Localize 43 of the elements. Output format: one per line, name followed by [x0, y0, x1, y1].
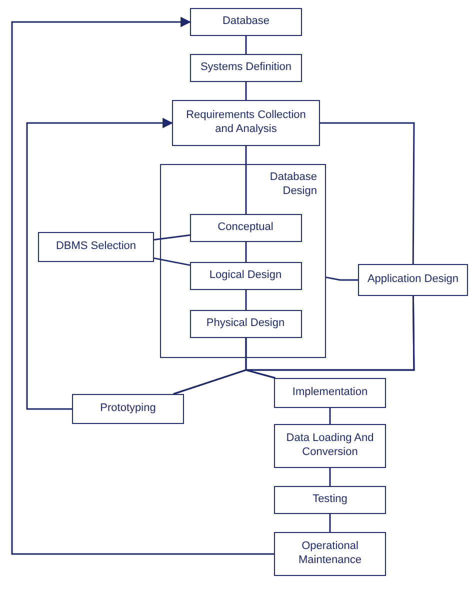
process-box: [190, 262, 302, 290]
connector-line: [245, 296, 415, 379]
group-title: Database Design: [268, 171, 317, 198]
process-box: [274, 424, 386, 468]
process-box: [274, 532, 386, 576]
box-label: Data Loading And Conversion: [285, 432, 375, 460]
box-label: Operational Maintenance: [298, 540, 362, 568]
box-label: Physical Design: [206, 316, 285, 330]
connector-line: [245, 36, 247, 54]
connector-line: [245, 82, 247, 100]
process-box: [358, 264, 468, 296]
connector-line: [154, 257, 190, 266]
box-label: Requirements Collection and Analysis: [185, 109, 307, 137]
process-box: [38, 232, 154, 262]
box-label: Implementation: [292, 386, 368, 400]
process-box: [190, 54, 302, 82]
process-box: [274, 486, 386, 514]
connector-line: [320, 122, 415, 264]
box-label: Logical Design: [209, 268, 282, 282]
box-label: Database: [222, 15, 270, 29]
connector-line: [329, 468, 331, 486]
connector-line: [154, 234, 190, 240]
process-box: [190, 8, 302, 36]
connector-line: [329, 408, 331, 424]
connector-line: [245, 290, 247, 310]
connector-line: [326, 276, 358, 281]
box-label: DBMS Selection: [56, 240, 136, 254]
connector-line: [245, 146, 247, 214]
box-label: Application Design: [367, 273, 459, 287]
process-box: [72, 394, 184, 424]
arrow: [26, 118, 174, 410]
process-box: [172, 100, 320, 146]
group-box: [160, 164, 326, 358]
process-box: [190, 310, 302, 338]
box-label: Prototyping: [100, 402, 156, 416]
box-label: Systems Definition: [200, 61, 292, 75]
connector-line: [329, 514, 331, 532]
process-box: [274, 378, 386, 408]
arrow: [11, 16, 274, 555]
box-label: Testing: [312, 493, 348, 507]
process-box: [190, 214, 302, 242]
box-label: Conceptual: [218, 220, 274, 234]
connector-line: [245, 242, 247, 262]
